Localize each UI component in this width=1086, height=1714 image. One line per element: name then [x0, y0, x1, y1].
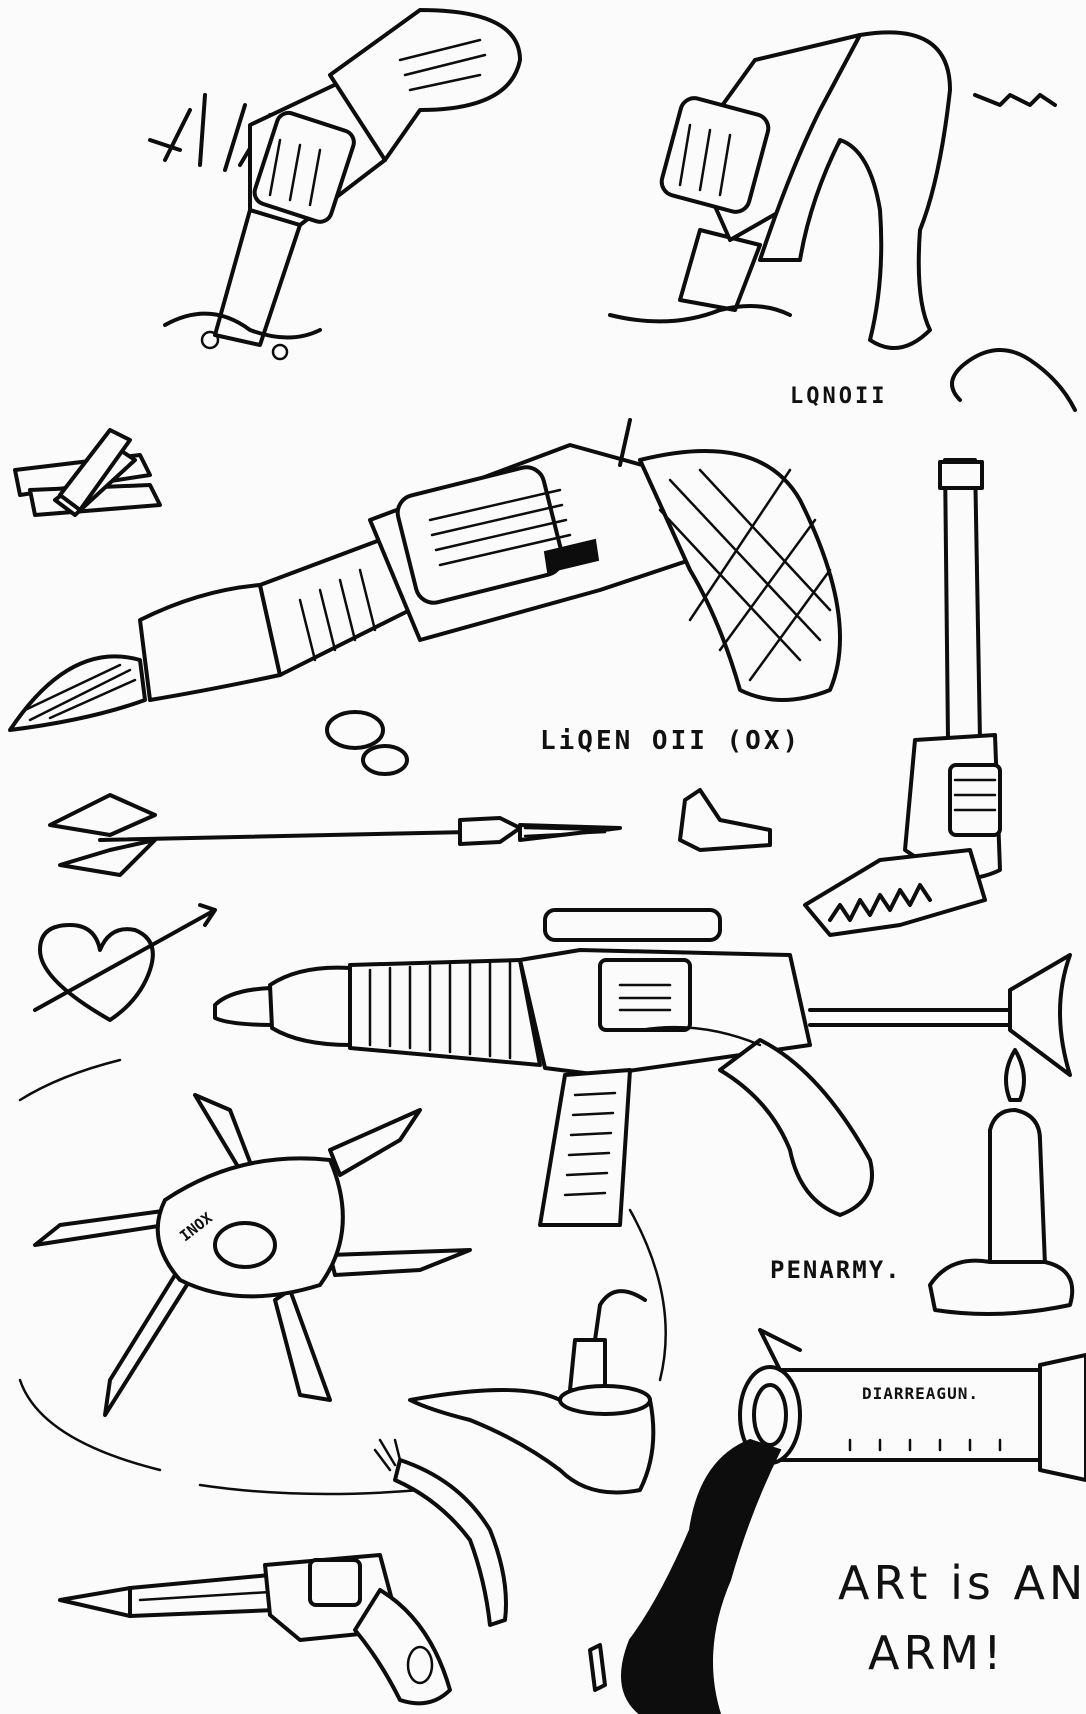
heart-arrow-drawing [33, 903, 217, 1022]
art-is-an-arm-caption: ARt is AN ARM! [838, 1548, 1086, 1688]
crocodile-pistol-drawing [803, 348, 1077, 937]
legged-revolver-drawing [608, 30, 1057, 350]
cork-drawing [678, 788, 772, 852]
diarreagun-drawing [621, 1328, 1086, 1714]
caption-line-2: ARM! [868, 1626, 1006, 1680]
lqen-oil-ox-label: LiQEN OII (OX) [540, 726, 802, 756]
rope-drawing [373, 1438, 508, 1627]
arrow-brush-drawing [48, 793, 622, 877]
bottle-cap-drawing [325, 710, 409, 776]
penarmy-rifle-drawing [213, 908, 1072, 1227]
motion-lines [18, 1058, 667, 1496]
diarreagun-label: DIARREAGUN. [862, 1384, 979, 1403]
bullet-bundle-drawing [13, 428, 162, 517]
candle-drawing [928, 1048, 1075, 1316]
nib-shuriken-drawing [33, 1093, 472, 1417]
buried-revolver-drawing [148, 8, 522, 361]
pipe-drawing [408, 1289, 656, 1495]
lonoil-label: LQNOII [790, 384, 888, 409]
penarmy-label: PENARMY. [770, 1256, 902, 1284]
bone-drawing [588, 1643, 607, 1692]
pencil-pistol-drawing [58, 1553, 452, 1706]
paintbrush-revolver-drawing [8, 418, 842, 732]
caption-line-1: ARt is AN [838, 1556, 1086, 1610]
